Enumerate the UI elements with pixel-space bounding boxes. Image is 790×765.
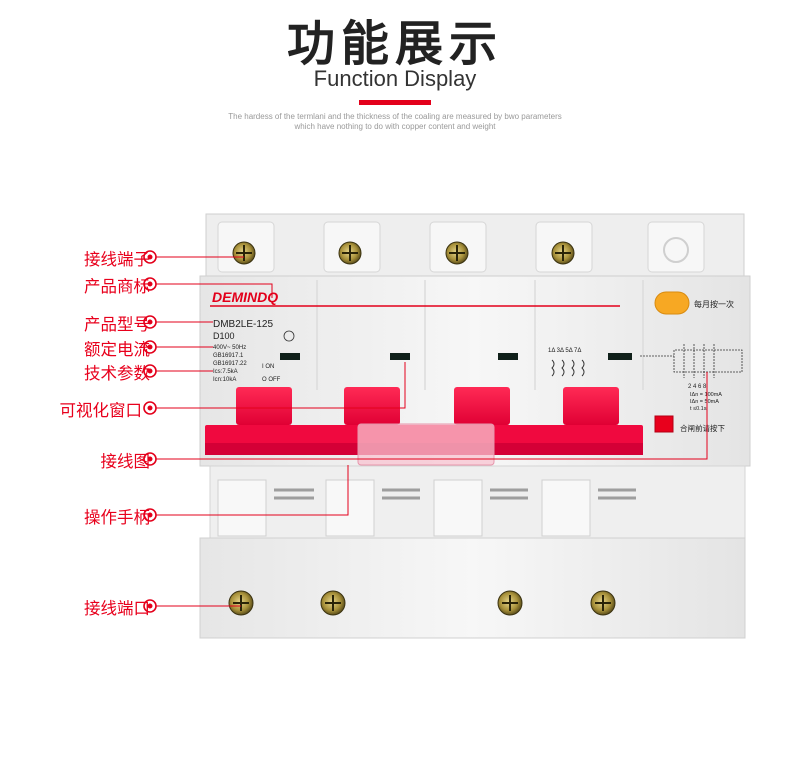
brand-logo: DEMINDQ: [212, 289, 278, 305]
wiring-diagram: 1Δ 3Δ 5Δ 7Δ 2 4 6 8 IΔn = 100mA IΔn = 50…: [548, 344, 743, 412]
title-underline: [359, 100, 431, 105]
spec-ics: Ics:7.5kA: [213, 369, 238, 375]
test-note: 每月按一次: [694, 299, 734, 309]
on-label: I ON: [262, 364, 274, 370]
reset-indicator: [654, 415, 674, 433]
spec-icn: Icn:10kA: [213, 377, 236, 383]
callout-model: 产品型号: [84, 315, 150, 334]
transparent-lock-cover: [357, 423, 495, 466]
subtitle-line-1: The hardess of the termlani and the thic…: [228, 112, 562, 121]
ccc-mark-icon: [283, 330, 295, 342]
test-button[interactable]: [654, 291, 690, 315]
callout-tech-params: 技术参数: [84, 364, 150, 383]
callout-terminal-port: 接线端口: [84, 599, 150, 618]
callout-wiring-diagram: 接线图: [100, 452, 151, 471]
visual-windows: [280, 353, 632, 360]
model-label: DMB2LE-125: [213, 319, 273, 330]
bottom-screws: [228, 590, 616, 616]
lower-module: [199, 465, 746, 639]
trip-time: t ≤0.1s: [690, 406, 707, 412]
leak-current-2: IΔn = 50mA: [690, 399, 719, 405]
callout-visual-window: 可视化窗口: [59, 401, 143, 420]
spec-std2: GB16917.22: [213, 361, 247, 367]
rating-label: D100: [213, 331, 235, 341]
top-screws: [232, 241, 575, 265]
callout-terminal: 接线端子: [84, 250, 150, 269]
handle-levers[interactable]: [236, 387, 619, 425]
page-title-cn: 功能展示: [286, 16, 503, 72]
callout-pointers: [143, 250, 708, 613]
subtitle-line-2: which have nothing to do with copper con…: [294, 122, 496, 131]
reset-note: 合闸前请按下: [680, 423, 725, 433]
spec-voltage: 400V~ 50Hz: [213, 345, 246, 351]
pole-numbers: 2 4 6 8: [688, 384, 707, 390]
leak-current-1: IΔn = 100mA: [690, 392, 722, 398]
off-label: O OFF: [262, 377, 281, 383]
callout-handle: 操作手柄: [84, 508, 150, 527]
callout-rated-current: 额定电流: [84, 340, 150, 359]
pole-labels: 1Δ 3Δ 5Δ 7Δ: [548, 348, 581, 354]
page-title-en: Function Display: [313, 66, 477, 91]
top-terminal-block: [205, 213, 745, 277]
spec-std1: GB16917.1: [213, 353, 244, 359]
callout-trademark: 产品商标: [84, 277, 150, 296]
subtitle: The hardess of the termlani and the thic…: [0, 112, 790, 132]
